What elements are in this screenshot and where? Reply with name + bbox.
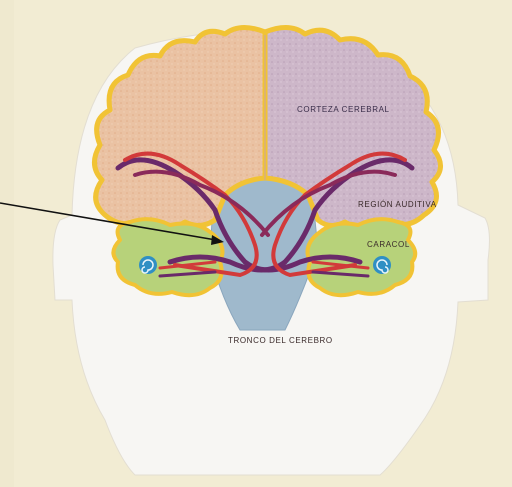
label-cortex: CORTEZA CEREBRAL	[297, 105, 390, 114]
label-brainstem: TRONCO DEL CEREBRO	[228, 336, 333, 345]
left-cochlea-icon	[139, 256, 157, 274]
label-auditory-region: REGIÓN AUDITIVA	[358, 200, 437, 209]
right-cochlea-icon	[373, 256, 391, 274]
label-cochlea: CARACOL	[367, 240, 410, 249]
